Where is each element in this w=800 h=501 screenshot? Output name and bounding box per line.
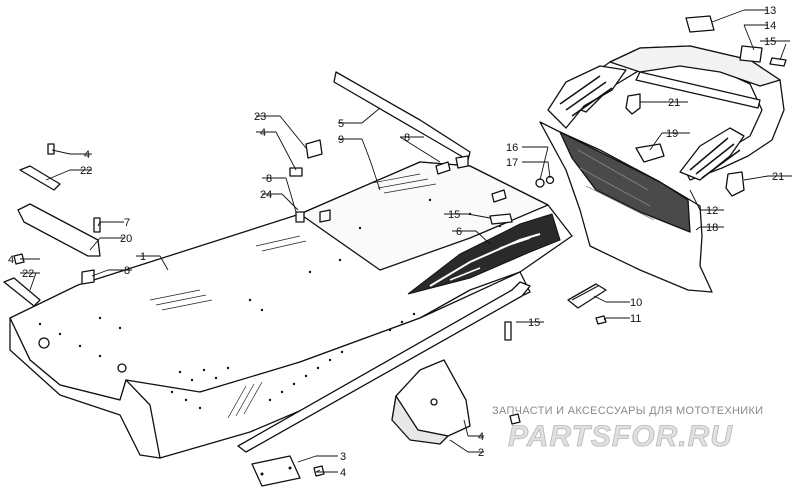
rivet-pattern <box>38 198 502 410</box>
watermark-logo: PARTSFOR.RU <box>508 420 733 453</box>
watermark: ЗАПЧАСТИ И АКСЕССУАРЫ ДЛЯ МОТОТЕХНИКИ PA… <box>492 405 763 453</box>
callout-8: 8 <box>266 173 272 185</box>
callout-21: 21 <box>668 97 680 109</box>
bumper-end-cap-small <box>739 45 763 63</box>
callout-2: 2 <box>478 447 484 459</box>
callout-4: 4 <box>478 431 484 443</box>
clip-icon <box>455 155 469 169</box>
callout-labels: 13 14 15 21 19 16 17 21 12 18 5 23 4 9 8… <box>8 5 784 479</box>
callout-24: 24 <box>260 189 272 201</box>
callout-13: 13 <box>764 5 776 17</box>
callout-4: 4 <box>260 127 266 139</box>
mounting-plate <box>251 455 301 487</box>
bumper-grip-right <box>679 127 745 181</box>
callout-15: 15 <box>448 209 460 221</box>
clip-icon <box>491 189 507 203</box>
bolt-icon <box>769 57 787 67</box>
callout-8: 8 <box>404 132 410 144</box>
callout-21: 21 <box>772 171 784 183</box>
callout-8: 8 <box>124 265 130 277</box>
callout-15: 15 <box>764 36 776 48</box>
clip-icon <box>319 209 331 223</box>
clip-icon <box>81 269 95 285</box>
bracket-icon <box>625 93 641 115</box>
flap <box>333 71 471 161</box>
bracket-icon <box>635 143 665 163</box>
callout-22: 22 <box>80 165 92 177</box>
leader-lines <box>20 9 792 473</box>
rivet-icon <box>295 211 305 223</box>
callout-6: 6 <box>456 226 462 238</box>
reinforcement-22 <box>19 165 61 191</box>
side-plate <box>567 283 607 309</box>
callout-17: 17 <box>506 157 518 169</box>
clip-icon <box>435 161 451 175</box>
snow-flap <box>539 121 713 293</box>
bolt-icon <box>595 315 607 325</box>
hardware <box>13 57 787 477</box>
label-plate-icon <box>305 139 323 159</box>
callout-3: 3 <box>340 451 346 463</box>
bumper-grip-left <box>547 65 627 129</box>
tunnel-decal <box>407 213 561 295</box>
hitch-bracket <box>391 359 471 445</box>
callout-18: 18 <box>706 222 718 234</box>
callout-20: 20 <box>120 233 132 245</box>
callout-12: 12 <box>706 205 718 217</box>
bolt-icon <box>489 213 513 225</box>
rivet-icon <box>13 253 25 265</box>
callout-23: 23 <box>254 111 266 123</box>
reinforcement-20 <box>17 203 101 257</box>
rivet-icon <box>289 167 303 177</box>
reinforcement-22b <box>3 277 41 307</box>
bolt-icon <box>504 321 512 341</box>
washer-icon <box>535 178 545 188</box>
callout-16: 16 <box>506 142 518 154</box>
rivet-icon <box>509 413 521 425</box>
bracket-icon <box>725 171 745 197</box>
watermark-tagline: ЗАПЧАСТИ И АКСЕССУАРЫ ДЛЯ МОТОТЕХНИКИ <box>492 405 763 417</box>
tunnel-assembly <box>9 161 573 459</box>
rivet-icon <box>47 143 55 155</box>
callout-5: 5 <box>338 118 344 130</box>
callout-9: 9 <box>338 134 344 146</box>
bolt-icon <box>93 217 101 233</box>
callout-7: 7 <box>124 217 130 229</box>
callout-4: 4 <box>8 254 14 266</box>
callout-4: 4 <box>84 149 90 161</box>
callout-4: 4 <box>340 467 346 479</box>
bumper-end-cap <box>685 15 715 33</box>
callout-1: 1 <box>140 251 146 263</box>
callout-14: 14 <box>764 20 776 32</box>
callout-10: 10 <box>630 297 642 309</box>
callout-15: 15 <box>528 317 540 329</box>
callout-11: 11 <box>630 313 641 325</box>
callout-19: 19 <box>666 128 678 140</box>
callout-22: 22 <box>22 268 34 280</box>
